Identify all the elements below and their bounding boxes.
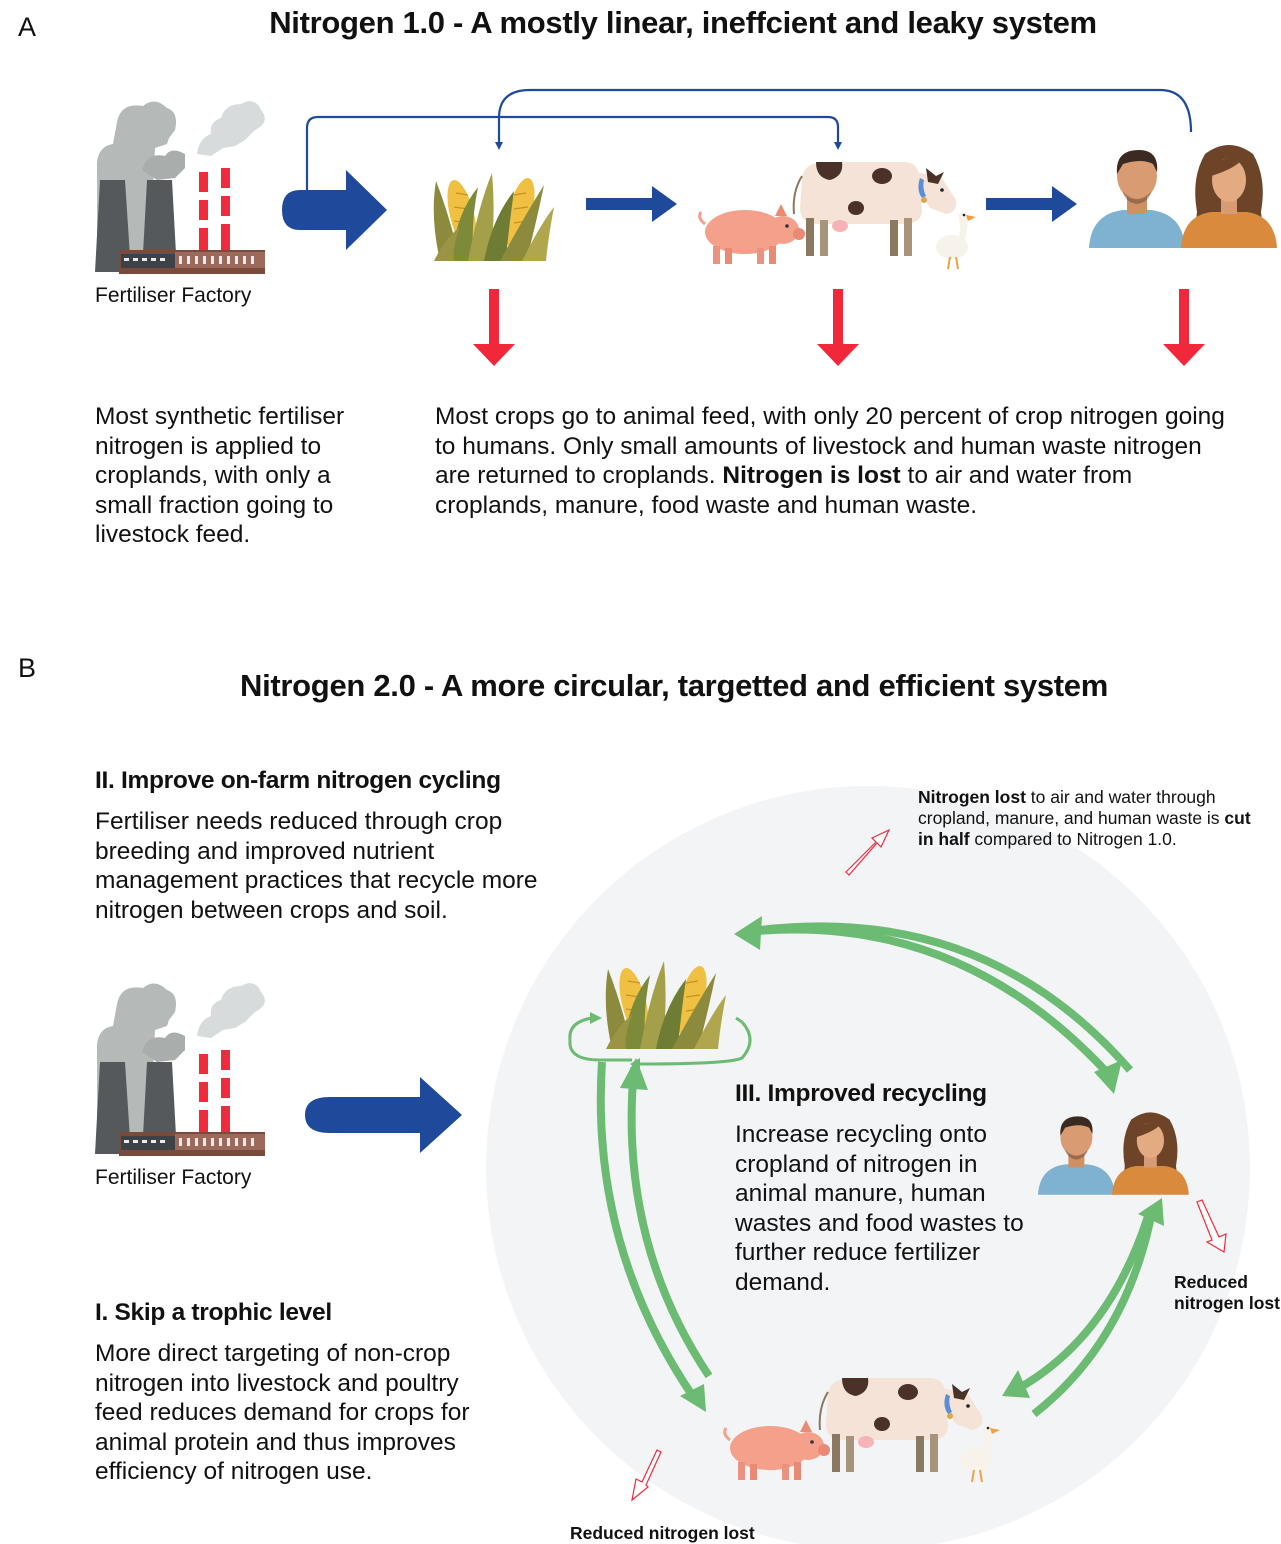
loss-arrow-crops	[473, 289, 515, 366]
corn-icon	[433, 172, 555, 262]
cycle-arrows	[596, 922, 1156, 1418]
factory-icon	[95, 101, 265, 274]
fertiliser-arrow	[282, 170, 387, 250]
panel-b-title: Nitrogen 2.0 - A more circular, targette…	[239, 668, 1109, 703]
section-2-heading: II. Improve on-farm nitrogen cycling	[95, 767, 501, 794]
return-loop-arrow	[495, 88, 1193, 150]
crop-to-livestock-arrow	[586, 186, 677, 222]
reduced-loss-right-line-2: nitrogen lost	[1174, 1293, 1280, 1313]
reduced-loss-arrows	[631, 828, 1227, 1502]
factory-label-a: Fertiliser Factory	[95, 284, 252, 307]
cow-icon	[792, 161, 958, 257]
feed-loop-arrow	[305, 115, 842, 200]
panel-a	[95, 88, 1277, 366]
panel-a-right-text-bold: Nitrogen is lost	[722, 462, 901, 489]
loss-note-part-1: to air and water through cropland, manur…	[918, 787, 1225, 828]
livestock-to-human-arrow	[986, 186, 1077, 222]
section-3-heading: III. Improved recycling	[735, 1080, 987, 1107]
reduced-loss-arrow-right	[1196, 1199, 1227, 1253]
loss-arrows	[473, 289, 1205, 366]
panel-b	[95, 786, 1250, 1544]
woman-icon	[1181, 145, 1277, 248]
section-1-heading: I. Skip a trophic level	[95, 1299, 332, 1326]
loss-arrow-humans	[1163, 289, 1205, 366]
goose-icon	[935, 211, 977, 270]
loss-note-part-2: compared to Nitrogen 1.0.	[969, 829, 1177, 849]
loss-note-bold-2: cut in half	[918, 808, 1251, 849]
cycle-arrowheads	[620, 916, 1164, 1412]
loss-note-bold-1: Nitrogen lost	[918, 787, 1026, 807]
panel-a-right-text-part-1: Most crops go to animal feed, with only …	[435, 403, 1225, 489]
loss-note: Nitrogen lost to air and water through c…	[918, 787, 1268, 850]
panel-b-letter: B	[18, 653, 37, 683]
panel-a-title: Nitrogen 1.0 - A mostly linear, ineffcie…	[269, 5, 1097, 40]
factory-icon	[95, 983, 265, 1156]
crop-loop-arrow	[568, 1016, 593, 1041]
reduced-loss-bottom-label: Reduced nitrogen lost	[570, 1523, 755, 1543]
cycle-arrow-human-to-livestock	[1010, 1208, 1154, 1396]
fertiliser-arrow	[305, 1077, 462, 1153]
section-1-text: More direct targeting of non-crop nitrog…	[95, 1340, 470, 1485]
panel-a-letter: A	[18, 12, 37, 42]
cycle-arrow-livestock-to-crop	[627, 1067, 713, 1379]
section-3-text: Increase recycling onto cropland of nitr…	[735, 1121, 1024, 1296]
panel-a-right-text: Most crops go to animal feed, with only …	[435, 402, 1235, 520]
pig-icon	[698, 202, 807, 266]
section-2-text: Fertiliser needs reduced through crop br…	[95, 808, 538, 924]
panel-a-left-text: Most synthetic fertiliser nitrogen is ap…	[95, 403, 345, 548]
reduced-loss-arrow-top	[845, 828, 891, 876]
reduced-loss-right-line-1: Reduced	[1174, 1272, 1248, 1292]
factory-label-b: Fertiliser Factory	[95, 1166, 252, 1189]
panel-a-right-text-part-2: to air and water from croplands, manure,…	[435, 462, 1133, 519]
man-icon	[1089, 150, 1185, 248]
loss-arrow-livestock	[817, 289, 859, 366]
reduced-loss-arrow-bottom	[631, 1449, 662, 1502]
